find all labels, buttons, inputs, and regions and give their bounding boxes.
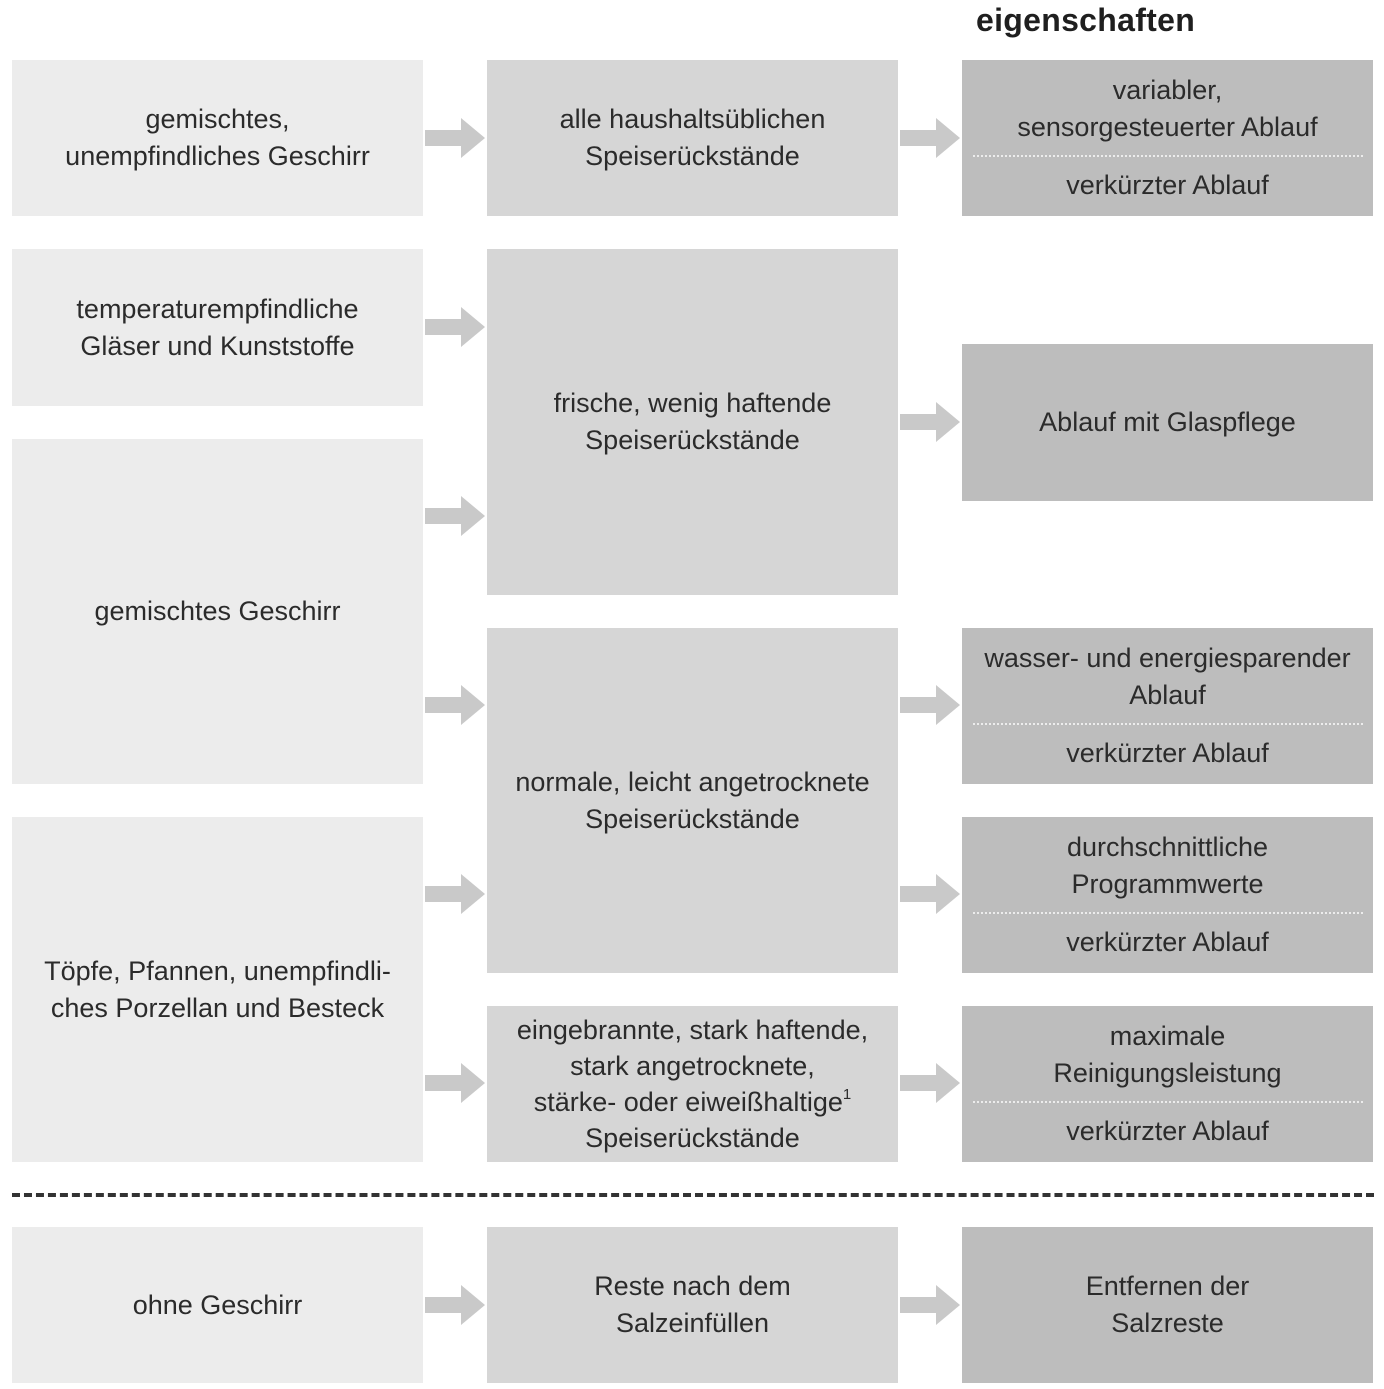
text-line: Ablauf mit Glaspflege bbox=[1039, 407, 1296, 437]
text-line: Programmwerte bbox=[1071, 869, 1264, 899]
dish-type-mixed: gemischtes Geschirr bbox=[12, 439, 423, 784]
dish-type-none: ohne Geschirr bbox=[12, 1227, 423, 1383]
dashed-divider bbox=[12, 1193, 1374, 1197]
text-line: frische, wenig haftende bbox=[553, 388, 832, 418]
arrow-right-icon bbox=[900, 400, 960, 444]
text-line: Salzreste bbox=[1111, 1308, 1224, 1338]
option-shortened: verkürzter Ablauf bbox=[1066, 927, 1269, 957]
text-line: Speiserückstände bbox=[585, 141, 800, 171]
program-sensor-controlled: variabler, sensorgesteuerter Ablauf verk… bbox=[962, 60, 1373, 216]
text-line: ohne Geschirr bbox=[132, 1289, 303, 1320]
text-line: durchschnittliche bbox=[1066, 832, 1269, 862]
program-eco: wasser- und energiesparender Ablauf verk… bbox=[962, 628, 1373, 784]
text-line: alle haushaltsüblichen bbox=[559, 104, 826, 134]
residue-fresh-light: frische, wenig haftende Speiserückstände bbox=[487, 249, 898, 595]
option-shortened: verkürzter Ablauf bbox=[1066, 170, 1269, 200]
text-line: temperaturempfindliche bbox=[76, 293, 359, 324]
dotted-separator bbox=[972, 912, 1363, 914]
text-line: stark angetrocknete, bbox=[570, 1051, 815, 1081]
text-line: gemischtes, bbox=[145, 104, 290, 134]
text-line-part: stärke- oder eiweißhaltige bbox=[533, 1087, 843, 1117]
text-line: variabler, bbox=[1112, 75, 1223, 105]
arrow-right-icon bbox=[425, 494, 485, 538]
residue-normal-dried: normale, leicht angetrocknete Speiserück… bbox=[487, 628, 898, 973]
program-average-values: durchschnittliche Programmwerte verkürzt… bbox=[962, 817, 1373, 973]
option-shortened: verkürzter Ablauf bbox=[1066, 1116, 1269, 1146]
arrow-right-icon bbox=[900, 683, 960, 727]
text-line: normale, leicht angetrocknete bbox=[515, 766, 870, 797]
arrow-right-icon bbox=[900, 116, 960, 160]
residue-burnt-heavy: eingebrannte, stark haftende, stark ange… bbox=[487, 1006, 898, 1162]
text-line: stärke- oder eiweißhaltige1 bbox=[534, 1084, 852, 1120]
text-line: sensorgesteuerter Ablauf bbox=[1017, 112, 1318, 142]
text-line: Reste nach dem bbox=[594, 1271, 791, 1301]
arrow-right-icon bbox=[425, 872, 485, 916]
option-shortened: verkürzter Ablauf bbox=[1066, 738, 1269, 768]
arrow-right-icon bbox=[425, 683, 485, 727]
dotted-separator bbox=[972, 723, 1363, 725]
text-line: eingebrannte, stark haftende, bbox=[516, 1015, 869, 1045]
program-glass-care: Ablauf mit Glaspflege bbox=[962, 344, 1373, 501]
text-line: Töpfe, Pfannen, unempfindli- bbox=[44, 955, 391, 986]
text-line: gemischtes Geschirr bbox=[94, 596, 341, 626]
dish-type-mixed-robust: gemischtes, unempfindliches Geschirr bbox=[12, 60, 423, 216]
dish-type-temperature-sensitive: temperaturempfindliche Gläser und Kunsts… bbox=[12, 249, 423, 406]
text-line: Reinigungsleistung bbox=[1053, 1058, 1282, 1088]
text-line: unempfindliches Geschirr bbox=[65, 141, 370, 171]
text-line: wasser- und energiesparender bbox=[984, 643, 1351, 673]
arrow-right-icon bbox=[900, 1283, 960, 1327]
dotted-separator bbox=[972, 1101, 1363, 1103]
dotted-separator bbox=[972, 155, 1363, 157]
text-line: Entfernen der bbox=[1085, 1271, 1250, 1301]
text-line: Speiserückstände bbox=[585, 803, 800, 834]
text-line: ches Porzellan und Besteck bbox=[50, 992, 385, 1023]
text-line: Gläser und Kunststoffe bbox=[80, 330, 355, 361]
program-salt-removal: Entfernen der Salzreste bbox=[962, 1227, 1373, 1383]
residue-salt-remnants: Reste nach dem Salzeinfüllen bbox=[487, 1227, 898, 1383]
program-max-cleaning: maximale Reinigungsleistung verkürzter A… bbox=[962, 1006, 1373, 1162]
text-line: Speiserückstände bbox=[585, 425, 800, 455]
text-line: Ablauf bbox=[1129, 680, 1206, 710]
arrow-right-icon bbox=[900, 1061, 960, 1105]
text-line: Speiserückstände bbox=[585, 1123, 800, 1153]
arrow-right-icon bbox=[425, 1283, 485, 1327]
text-line: Salzeinfüllen bbox=[615, 1308, 770, 1338]
page-title: eigenschaften bbox=[976, 2, 1196, 38]
arrow-right-icon bbox=[425, 305, 485, 349]
arrow-right-icon bbox=[425, 1061, 485, 1105]
arrow-right-icon bbox=[900, 872, 960, 916]
footnote-marker: 1 bbox=[842, 1086, 852, 1103]
arrow-right-icon bbox=[425, 116, 485, 160]
dish-type-pots-pans: Töpfe, Pfannen, unempfindli- ches Porzel… bbox=[12, 817, 423, 1162]
text-line: maximale bbox=[1109, 1021, 1226, 1051]
residue-all-household: alle haushaltsüblichen Speiserückstände bbox=[487, 60, 898, 216]
